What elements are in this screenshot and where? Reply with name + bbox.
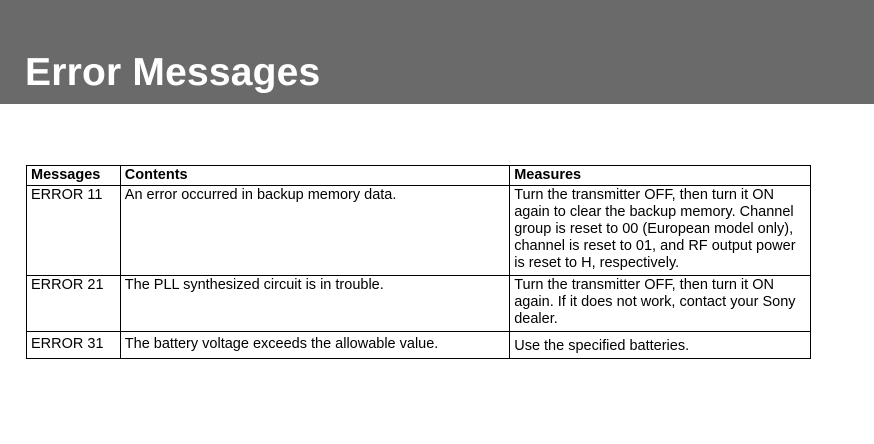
- column-header-messages: Messages: [26, 165, 121, 186]
- message-cell: ERROR 11: [26, 185, 121, 276]
- table-row: ERROR 31 The battery voltage exceeds the…: [26, 331, 811, 359]
- contents-cell: The battery voltage exceeds the allowabl…: [119, 331, 511, 359]
- error-messages-table: Messages Contents Measures ERROR 11 An e…: [26, 165, 811, 359]
- table-row: ERROR 11 An error occurred in backup mem…: [26, 185, 811, 276]
- table-header-row: Messages Contents Measures: [26, 165, 811, 186]
- message-cell: ERROR 21: [26, 275, 121, 332]
- measures-cell: Turn the transmitter OFF, then turn it O…: [509, 275, 811, 332]
- contents-cell: An error occurred in backup memory data.: [119, 185, 511, 276]
- message-cell: ERROR 31: [26, 331, 121, 359]
- table-row: ERROR 21 The PLL synthesized circuit is …: [26, 275, 811, 332]
- header-band: Error Messages: [0, 0, 874, 104]
- contents-cell: The PLL synthesized circuit is in troubl…: [119, 275, 511, 332]
- page-title: Error Messages: [25, 51, 321, 94]
- column-header-contents: Contents: [119, 165, 511, 186]
- measures-cell: Use the specified batteries.: [509, 331, 811, 359]
- column-header-measures: Measures: [509, 165, 811, 186]
- measures-cell: Turn the transmitter OFF, then turn it O…: [509, 185, 811, 276]
